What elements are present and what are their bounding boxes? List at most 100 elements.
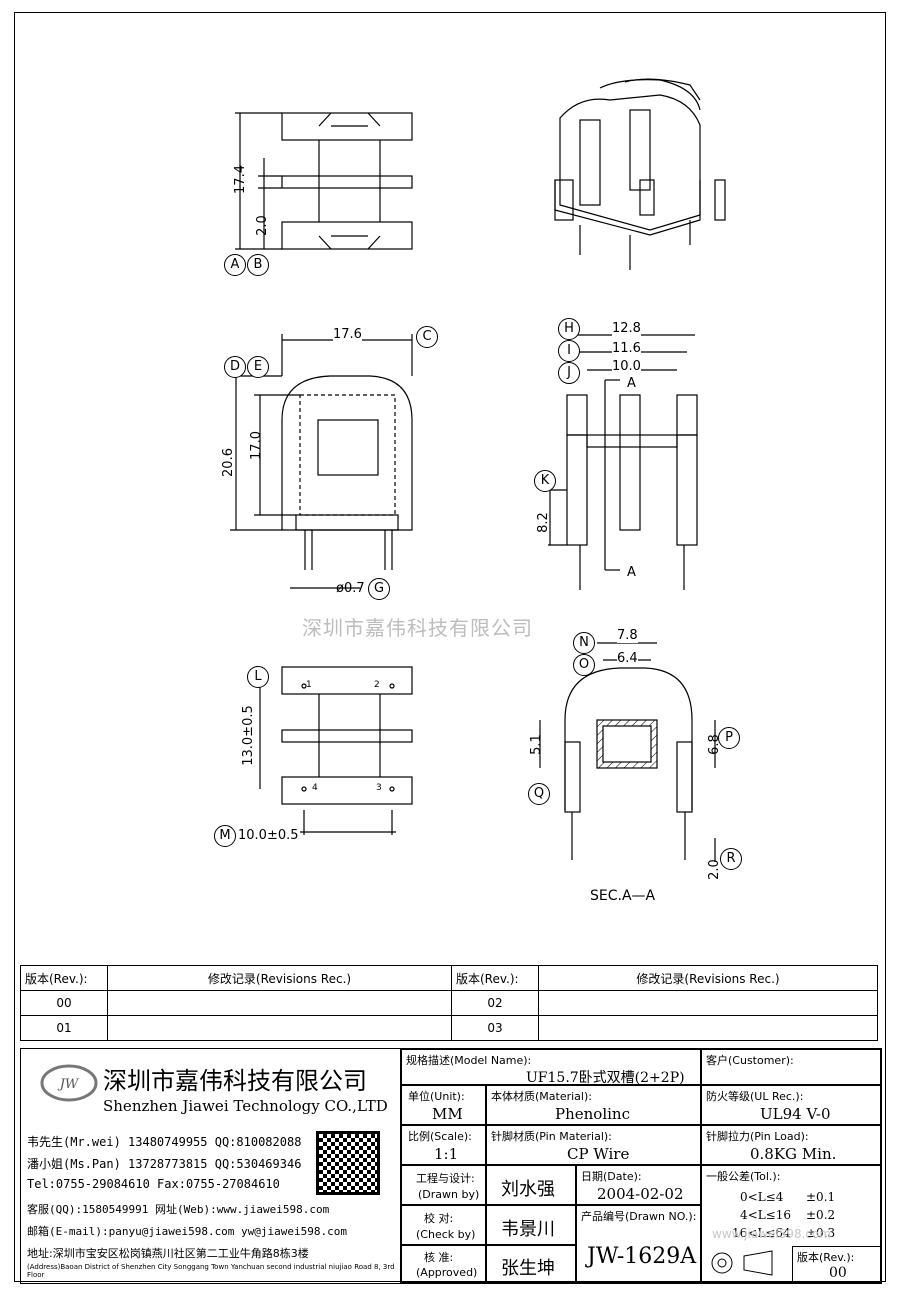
ul-value: UL94 V-0 [760,1105,831,1123]
material-value: Phenolinc [555,1105,630,1123]
check-by-label-cell: 校 对: (Check by) [401,1205,486,1245]
rec-header-2: 修改记录(Revisions Rec.) [538,965,878,991]
contact-line: 客服(QQ):1580549991 网址(Web):www.jiawei598.… [27,1203,330,1216]
site-watermark: www.jiawei598.com [712,1227,832,1241]
dim-pin-dia: ø0.7 [336,581,365,596]
contact-line: 韦先生(Mr.wei) 13480749955 QQ:810082088 [27,1135,302,1149]
top-view [235,112,413,250]
front-view [230,334,413,589]
marker-c: C [416,326,438,348]
sec-arrow-bottom: A [627,565,636,580]
dim-5-1: 5.1 [528,734,544,755]
contact-line: 邮箱(E-mail):panyu@jiawei598.com yw@jiawei… [27,1225,348,1238]
marker-b: B [247,254,269,276]
pin-2: 2 [374,680,380,690]
marker-j: J [558,362,580,384]
dim-10-0: 10.0 [612,359,641,374]
approved-label-cell: 核 准: (Approved) [401,1245,486,1283]
drawn-by-cell: 刘水强 [486,1165,576,1205]
drawn-by-value: 刘水强 [501,1179,555,1200]
rev-cell: 00 [20,990,108,1016]
bottom-view [259,666,413,835]
marker-i: I [558,340,580,362]
check-by-cell: 韦景川 [486,1205,576,1245]
company-name-cn: 深圳市嘉伟科技有限公司 [103,1067,367,1095]
scale-cell: 比例(Scale): 1:1 [401,1125,486,1165]
rev-header-1: 版本(Rev.): [20,965,108,991]
drawn-no-cell: 产品编号(Drawn NO.): JW-1629A [576,1205,701,1283]
scale-value: 1:1 [434,1145,459,1163]
company-panel: JW 深圳市嘉伟科技有限公司 Shenzhen Jiawei Technolog… [21,1049,401,1283]
pin-3: 3 [376,783,382,793]
company-name-en: Shenzhen Jiawei Technology CO.,LTD [103,1097,388,1115]
tolerance-cell: 一般公差(Tol.): 0<L≤4 ±0.1 4<L≤16 ±0.2 16<L≤… [701,1165,882,1284]
date-value: 2004-02-02 [597,1185,684,1203]
marker-l: L [247,666,269,688]
tol-range: 0<L≤4 [740,1190,784,1204]
rev-cell: 版本(Rev.): 00 [792,1246,882,1284]
tol-range: 16<L≤64 [732,1226,791,1240]
marker-p: P [718,727,740,749]
approved-value: 张生坤 [501,1258,555,1279]
qr-code-icon [316,1131,380,1195]
sec-arrow-top: A [627,376,636,391]
pin-material-cell: 针脚材质(Pin Material): CP Wire [486,1125,701,1165]
dim-17-0: 17.0 [248,431,264,460]
marker-n: N [573,632,595,654]
address-en: (Address)Baoan District of Shenzhen City… [27,1263,395,1279]
dim-20-6: 20.6 [220,448,236,477]
dim-17-4: 17.4 [232,165,248,194]
dim-17-6: 17.6 [333,327,362,342]
marker-o: O [573,654,595,676]
company-logo-icon: JW [40,1064,98,1102]
tol-value: ±0.1 [806,1190,836,1204]
marker-q: Q [528,783,550,805]
dim-7-8: 7.8 [617,628,638,643]
dim-10-0-pitch: 10.0±0.5 [238,828,299,843]
rev-value: 00 [829,1265,847,1281]
marker-r: R [720,848,742,870]
section-view [539,642,716,862]
marker-h: H [558,318,580,340]
dim-6-4: 6.4 [617,651,638,666]
ul-cell: 防火等级(UL Rec.): UL94 V-0 [701,1085,881,1125]
rec-header-1: 修改记录(Revisions Rec.) [107,965,452,991]
tol-value: ±0.3 [806,1226,836,1240]
rec-cell [107,990,452,1016]
check-by-value: 韦景川 [501,1219,555,1240]
marker-m: M [214,825,236,847]
projection-symbol-icon [711,1250,773,1276]
marker-d: D [224,356,246,378]
approved-cell: 张生坤 [486,1245,576,1283]
rev-cell: 01 [20,1015,108,1041]
pin-1: 1 [306,680,312,690]
drawn-by-label-cell: 工程与设计: (Drawn by) [401,1165,486,1205]
pin-4: 4 [312,783,318,793]
pin-material-value: CP Wire [567,1145,630,1163]
section-label: SEC.A—A [590,888,656,904]
dim-13-0: 13.0±0.5 [240,705,256,766]
contact-line: Tel:0755-29084610 Fax:0755-27084610 [27,1177,280,1191]
pin-load-value: 0.8KG Min. [750,1145,837,1163]
side-view [548,334,698,590]
company-watermark: 深圳市嘉伟科技有限公司 [302,616,533,640]
rev-cell: 02 [451,990,539,1016]
rev-cell: 03 [451,1015,539,1041]
tol-value: ±0.2 [806,1208,836,1222]
title-block: JW 深圳市嘉伟科技有限公司 Shenzhen Jiawei Technolog… [20,1048,882,1284]
rev-header-2: 版本(Rev.): [451,965,539,991]
dim-8-2: 8.2 [535,512,551,533]
date-cell: 日期(Date): 2004-02-02 [576,1165,701,1205]
model-value: UF15.7卧式双槽(2+2P) [526,1070,685,1086]
marker-g: G [368,578,390,600]
marker-k: K [534,470,556,492]
pin-load-cell: 针脚拉力(Pin Load): 0.8KG Min. [701,1125,881,1165]
model-cell: 规格描述(Model Name): UF15.7卧式双槽(2+2P) [401,1049,701,1086]
material-cell: 本体材质(Material): Phenolinc [486,1085,701,1125]
customer-cell: 客户(Customer): [701,1049,881,1085]
drawn-no-value: JW-1629A [587,1244,697,1269]
revision-table: 版本(Rev.): 修改记录(Revisions Rec.) 版本(Rev.):… [20,965,878,1041]
rec-cell [107,1015,452,1041]
unit-value: MM [432,1105,463,1123]
rec-cell [538,1015,878,1041]
